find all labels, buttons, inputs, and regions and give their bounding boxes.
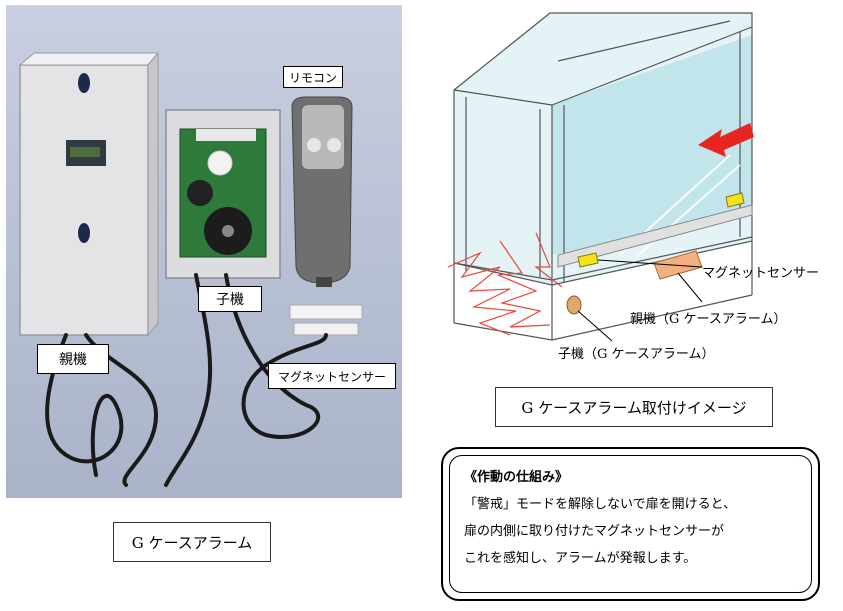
cables	[45, 273, 328, 487]
mechanism-line-2: 扉の内側に取り付けたマグネットセンサーが	[464, 524, 725, 539]
open-direction-arrow	[698, 123, 754, 157]
siren-lines	[447, 232, 563, 336]
mechanism-line-3: これを感知し、アラームが発報します。	[464, 551, 697, 566]
mechanism-box-inner: 《作動の仕組み》 「警戒」モードを解除しないで扉を開けると、 扉の内側に取り付け…	[449, 455, 812, 593]
case-frame	[453, 12, 753, 341]
diagram-child-unit-label: 子機（G ケースアラーム）	[558, 347, 715, 362]
product-photo: リモコン 子機 親機 マグネットセンサー	[6, 5, 402, 498]
mechanism-title: 《作動の仕組み》	[464, 470, 569, 485]
remote-label: リモコン	[283, 66, 343, 88]
diagram-caption: G ケースアラーム取付けイメージ	[495, 387, 773, 427]
remote-device	[291, 96, 353, 287]
product-photo-drawing	[18, 51, 363, 487]
magnet-sensor-marks	[577, 192, 745, 268]
display-case-drawing	[447, 12, 754, 342]
parent-unit-label: 親機	[37, 344, 109, 374]
mechanism-line-1: 「警戒」モードを解除しないで扉を開けると、	[464, 497, 737, 512]
child-unit-label: 子機	[198, 286, 262, 312]
photo-caption: G ケースアラーム	[113, 522, 271, 562]
diagram-parent-unit-label: 親機（G ケースアラーム）	[630, 312, 787, 327]
parent-unit-device	[18, 51, 160, 337]
magnet-sensor-label: マグネットセンサー	[268, 363, 396, 389]
child-unit-device	[165, 109, 281, 279]
installation-diagram: マグネットセンサー 親機（G ケースアラーム） 子機（G ケースアラーム）	[440, 5, 840, 365]
magnet-sensor-device	[289, 304, 363, 336]
child-unit-mark	[566, 295, 582, 315]
mechanism-box: 《作動の仕組み》 「警戒」モードを解除しないで扉を開けると、 扉の内側に取り付け…	[441, 447, 820, 601]
diagram-magnet-sensor-label: マグネットセンサー	[702, 266, 820, 281]
